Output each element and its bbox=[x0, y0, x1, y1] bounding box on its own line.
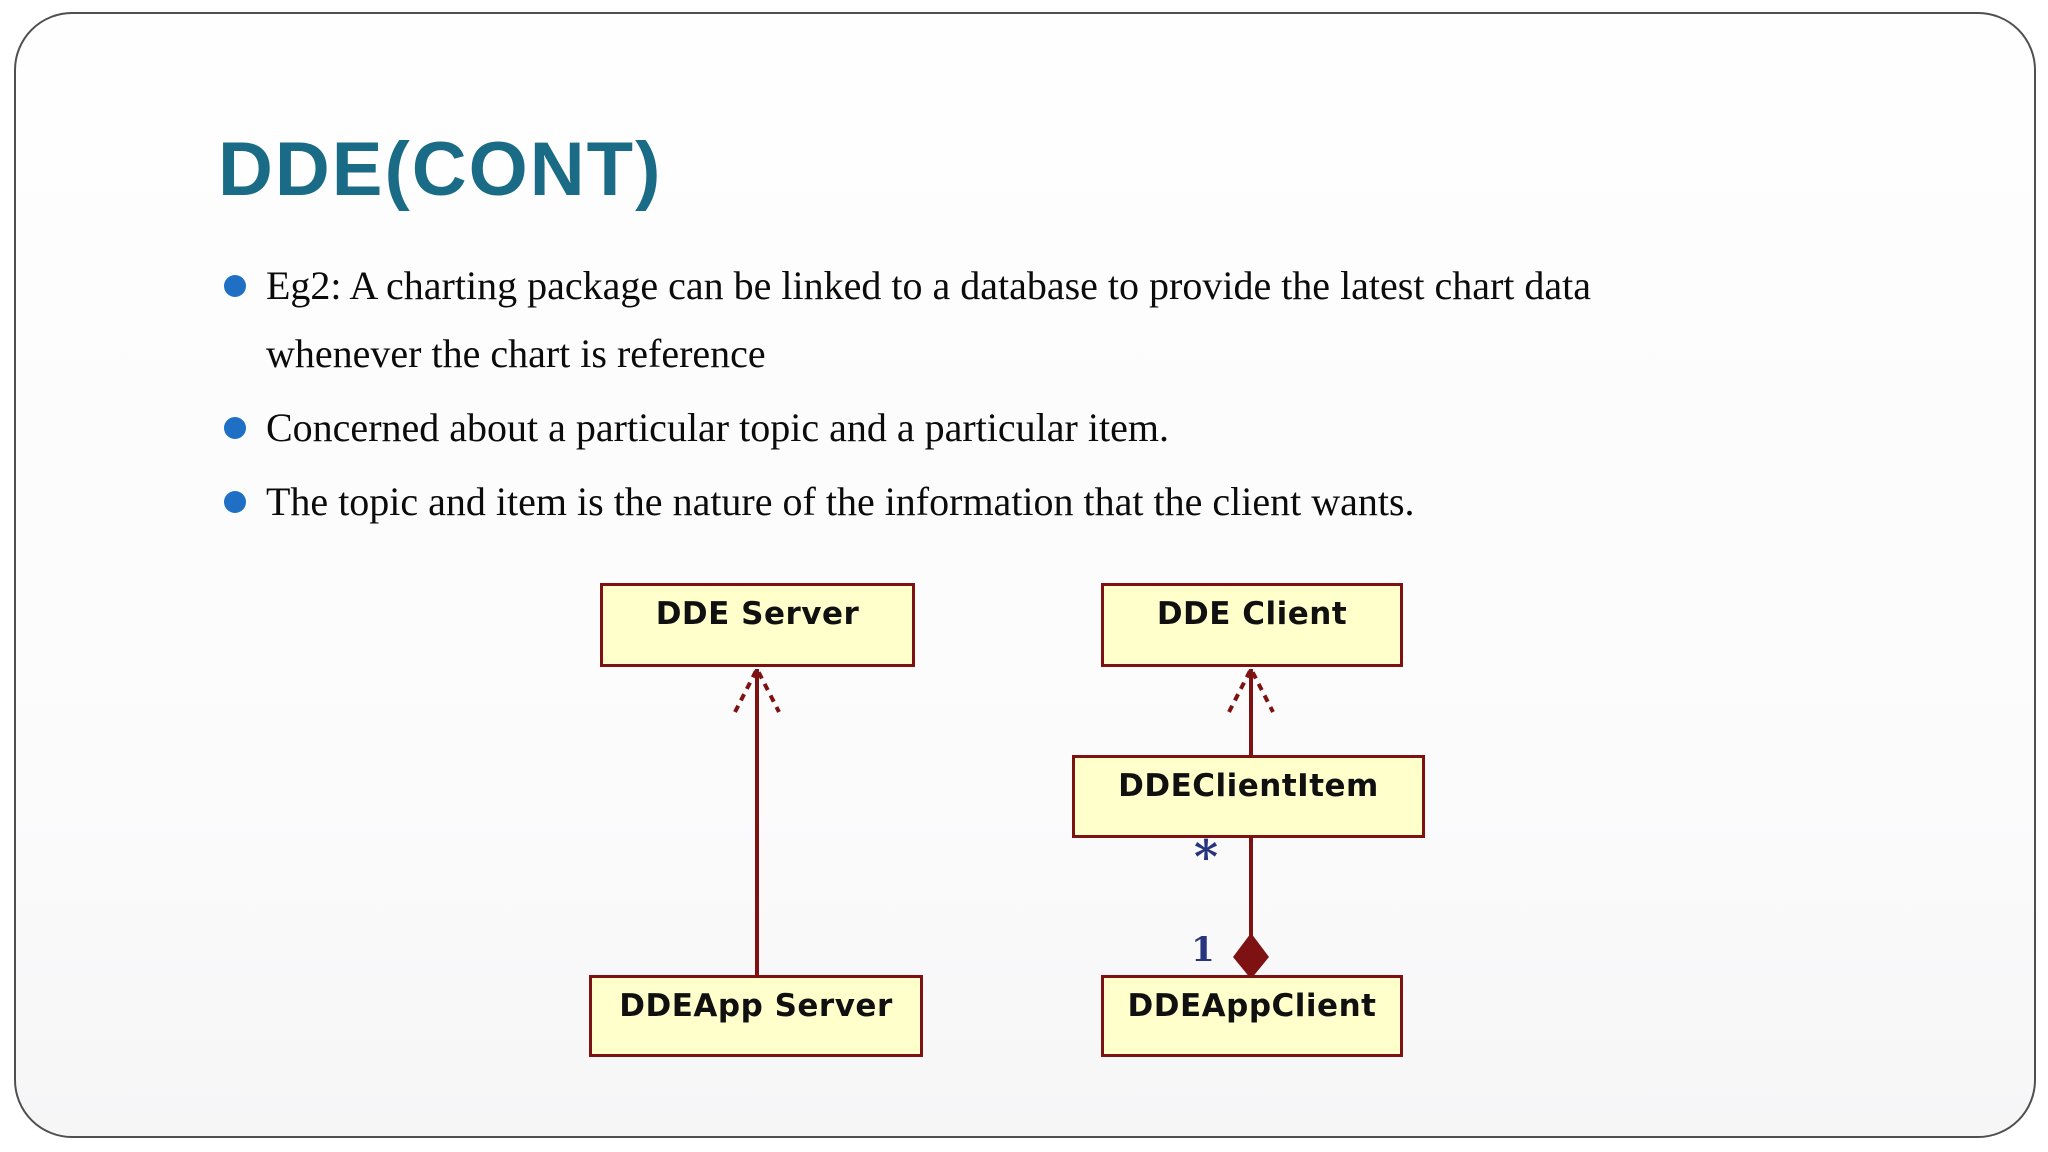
slide-frame bbox=[14, 12, 2036, 1138]
class-box-dde-app-server: DDEApp Server bbox=[589, 975, 923, 1057]
page-title: DDE(CONT) bbox=[218, 127, 663, 212]
bullet-text-line: Eg2: A charting package can be linked to… bbox=[266, 263, 1592, 308]
multiplicity-star-label: * bbox=[1193, 830, 1219, 884]
class-box-dde-app-client: DDEAppClient bbox=[1101, 975, 1403, 1057]
class-box-dde-client: DDE Client bbox=[1101, 583, 1403, 667]
list-item: Eg2: A charting package can be linked to… bbox=[224, 252, 1864, 388]
class-box-label: DDE Client bbox=[1156, 596, 1348, 632]
bullet-icon bbox=[224, 491, 246, 513]
composition-diamond-icon bbox=[1233, 933, 1269, 979]
generalization-arrowhead-left-icon bbox=[733, 664, 781, 713]
list-item: Concerned about a particular topic and a… bbox=[224, 394, 1864, 462]
bullet-text-line: Concerned about a particular topic and a… bbox=[266, 405, 1169, 450]
class-box-label: DDEClientItem bbox=[1118, 768, 1379, 804]
class-box-dde-server: DDE Server bbox=[600, 583, 915, 667]
bullet-icon bbox=[224, 275, 246, 297]
list-item: The topic and item is the nature of the … bbox=[224, 468, 1864, 536]
bullet-text-line: whenever the chart is reference bbox=[266, 331, 766, 376]
bullet-list: Eg2: A charting package can be linked to… bbox=[224, 252, 1864, 542]
class-box-dde-client-item: DDEClientItem bbox=[1072, 755, 1425, 838]
class-box-label: DDEApp Server bbox=[619, 988, 893, 1024]
bullet-icon bbox=[224, 417, 246, 439]
class-box-label: DDE Server bbox=[655, 596, 860, 632]
class-box-label: DDEAppClient bbox=[1127, 988, 1377, 1024]
generalization-arrowhead-right-icon bbox=[1227, 664, 1275, 713]
bullet-text-line: The topic and item is the nature of the … bbox=[266, 479, 1415, 524]
multiplicity-one-label: 1 bbox=[1191, 930, 1215, 970]
